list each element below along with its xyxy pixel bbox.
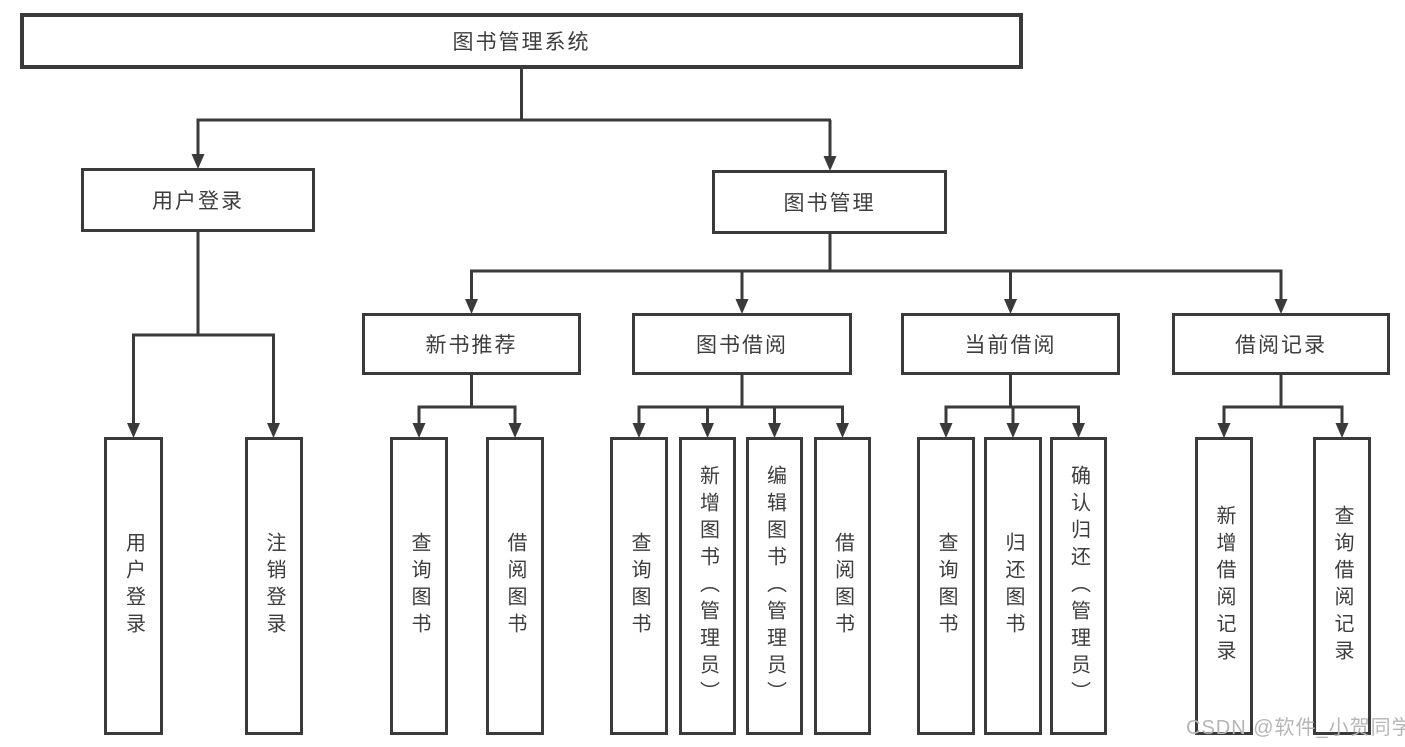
node-book-borrowing: 图书借阅 [632, 313, 852, 375]
node-leaf-borrow-books-1: 借阅图书 [486, 437, 544, 735]
node-borrowing-records: 借阅记录 [1172, 313, 1390, 375]
node-leaf-query-borrow-record: 查询借阅记录 [1313, 437, 1371, 735]
node-leaf-query-books-3: 查询图书 [917, 437, 975, 735]
connector-current-borrowing-children [944, 373, 1080, 425]
connector-book-borrowing-children [637, 373, 844, 425]
node-new-book-recommend: 新书推荐 [362, 313, 581, 375]
node-library-management-system: 图书管理系统 [20, 13, 1023, 69]
connector-root-to-level2 [196, 67, 832, 158]
node-leaf-borrow-books-2: 借阅图书 [814, 437, 871, 735]
node-leaf-add-borrow-record: 新增借阅记录 [1195, 437, 1253, 735]
connector-book-management-children [470, 232, 1283, 301]
node-leaf-logout: 注销登录 [245, 437, 303, 735]
node-leaf-edit-books-admin: 编辑图书（管理员） [746, 437, 803, 735]
connector-new-book-recommend-children [417, 373, 517, 425]
node-leaf-user-login: 用户登录 [104, 437, 163, 735]
node-leaf-add-books-admin: 新增图书（管理员） [679, 437, 736, 735]
node-leaf-query-books-2: 查询图书 [610, 437, 668, 735]
node-leaf-confirm-return-admin: 确认归还（管理员） [1050, 437, 1107, 735]
node-book-management: 图书管理 [712, 170, 947, 234]
node-leaf-return-books: 归还图书 [984, 437, 1042, 735]
node-leaf-query-books-1: 查询图书 [390, 437, 448, 735]
arrowheads [127, 154, 1349, 438]
watermark: CSDN @软件_小贺同学 [1186, 717, 1405, 739]
connector-user-login-children [132, 230, 275, 425]
connector-borrowing-records-children [1222, 373, 1344, 425]
node-user-login: 用户登录 [81, 168, 315, 232]
node-current-borrowing: 当前借阅 [901, 313, 1120, 375]
